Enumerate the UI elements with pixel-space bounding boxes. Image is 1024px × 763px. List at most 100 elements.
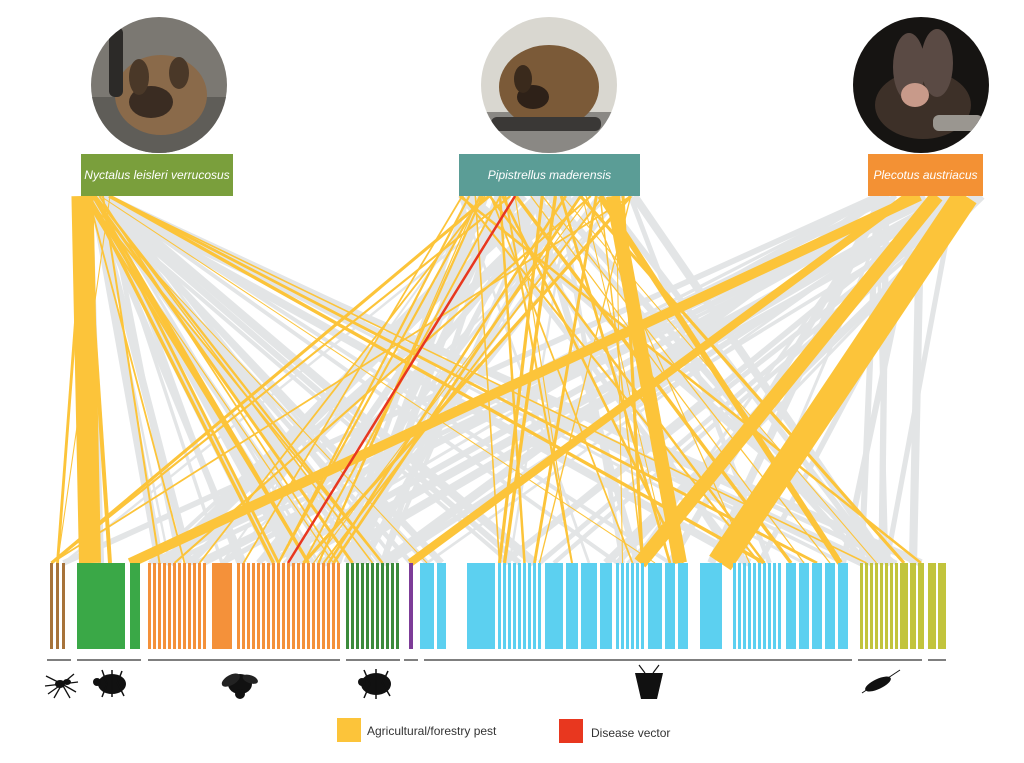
prey-bar-flies xyxy=(272,563,275,649)
prey-bar-flies xyxy=(322,563,325,649)
prey-bar-true-bugs xyxy=(361,563,364,649)
prey-bar-others xyxy=(885,563,888,649)
prey-bar-true-bugs xyxy=(391,563,394,649)
prey-bar-row xyxy=(50,563,946,649)
prey-icons xyxy=(44,664,901,699)
prey-bar-true-bugs xyxy=(366,563,369,649)
bat-label-nyctalus: Nyctalus leisleri verrucosus xyxy=(81,154,233,196)
trophic-link xyxy=(546,193,880,566)
prey-bar-moths xyxy=(498,563,501,649)
trophic-link xyxy=(88,193,522,566)
prey-bar-moths xyxy=(838,563,848,649)
prey-bar-moths xyxy=(545,563,563,649)
trophic-link xyxy=(407,192,911,567)
prey-bar-moths xyxy=(648,563,662,649)
legend-swatch-pest xyxy=(337,718,361,742)
prey-bar-true-bugs xyxy=(386,563,389,649)
prey-bar-true-bugs xyxy=(381,563,384,649)
prey-bar-true-bugs xyxy=(396,563,399,649)
prey-bar-flies xyxy=(168,563,171,649)
trophic-link xyxy=(599,195,644,564)
trophic-link xyxy=(127,191,922,568)
trophic-link xyxy=(597,194,843,565)
trophic-link xyxy=(559,195,672,564)
prey-bar-moths xyxy=(786,563,796,649)
prey-bar-moths xyxy=(636,563,639,649)
prey-bar-true-bugs xyxy=(351,563,354,649)
prey-bar-flies xyxy=(262,563,265,649)
prey-bar-spiders xyxy=(56,563,59,649)
trophic-link xyxy=(71,195,101,564)
trophic-link xyxy=(579,194,906,565)
prey-bar-lacewings xyxy=(409,563,413,649)
prey-bar-others xyxy=(865,563,868,649)
prey-bar-flies xyxy=(267,563,270,649)
prey-bar-moths xyxy=(733,563,736,649)
prey-bar-others xyxy=(918,563,924,649)
prey-bar-flies xyxy=(158,563,161,649)
prey-bar-flies xyxy=(337,563,340,649)
prey-bar-moths xyxy=(631,563,634,649)
trophic-link xyxy=(50,195,512,564)
prey-bar-others xyxy=(895,563,898,649)
prey-bar-others xyxy=(910,563,916,649)
prey-bar-moths xyxy=(538,563,541,649)
trophic-link xyxy=(605,194,687,565)
prey-bar-flies xyxy=(173,563,176,649)
prey-bar-flies xyxy=(163,563,166,649)
trophic-link xyxy=(50,194,491,565)
prey-bar-flies xyxy=(317,563,320,649)
trophic-link xyxy=(321,192,956,567)
trophic-link xyxy=(533,195,598,564)
trophic-link xyxy=(62,195,520,564)
prey-bar-others xyxy=(860,563,863,649)
prey-bar-others xyxy=(928,563,936,649)
prey-bar-moths xyxy=(768,563,771,649)
prey-bar-beetles xyxy=(77,563,125,649)
prey-bar-moths xyxy=(773,563,776,649)
prey-bar-true-bugs xyxy=(371,563,374,649)
prey-bar-flies xyxy=(247,563,250,649)
prey-bar-flies xyxy=(277,563,280,649)
prey-bar-moths xyxy=(533,563,536,649)
trophic-link xyxy=(87,195,186,564)
caddisfly-icon xyxy=(861,669,901,694)
prey-bar-flies xyxy=(282,563,285,649)
fly-icon xyxy=(221,673,258,699)
prey-bar-moths xyxy=(778,563,781,649)
bat-photo-nyctalus xyxy=(91,17,227,153)
trophic-link xyxy=(322,195,605,564)
prey-bar-flies xyxy=(237,563,240,649)
trophic-link xyxy=(98,195,340,564)
trophic-link xyxy=(461,195,761,564)
bat-photo-pipistrellus xyxy=(481,17,617,153)
prey-bar-spiders xyxy=(50,563,53,649)
prey-bar-moths xyxy=(678,563,688,649)
prey-bar-flies xyxy=(148,563,151,649)
prey-bar-moths xyxy=(437,563,446,649)
trophic-link xyxy=(302,194,633,565)
prey-bar-moths xyxy=(825,563,835,649)
prey-bar-others xyxy=(938,563,946,649)
prey-bar-true-bugs xyxy=(376,563,379,649)
trophic-link xyxy=(552,194,981,565)
trophic-link xyxy=(327,195,567,564)
prey-bar-flies xyxy=(193,563,196,649)
trophic-link xyxy=(51,195,632,564)
prey-bar-moths xyxy=(743,563,746,649)
prey-bar-moths xyxy=(753,563,756,649)
prey-bar-flies xyxy=(307,563,310,649)
prey-bar-moths xyxy=(420,563,434,649)
trophic-link xyxy=(242,195,464,564)
trophic-link xyxy=(91,195,354,564)
prey-bar-others xyxy=(890,563,893,649)
prey-bar-moths xyxy=(665,563,675,649)
prey-bar-moths xyxy=(626,563,629,649)
bat-photo-plecotus xyxy=(853,17,989,153)
prey-bar-flies xyxy=(332,563,335,649)
trophic-link xyxy=(203,193,923,566)
legend-label-pest: Agricultural/forestry pest xyxy=(367,724,497,738)
prey-bar-moths xyxy=(616,563,619,649)
prey-bar-flies xyxy=(297,563,300,649)
